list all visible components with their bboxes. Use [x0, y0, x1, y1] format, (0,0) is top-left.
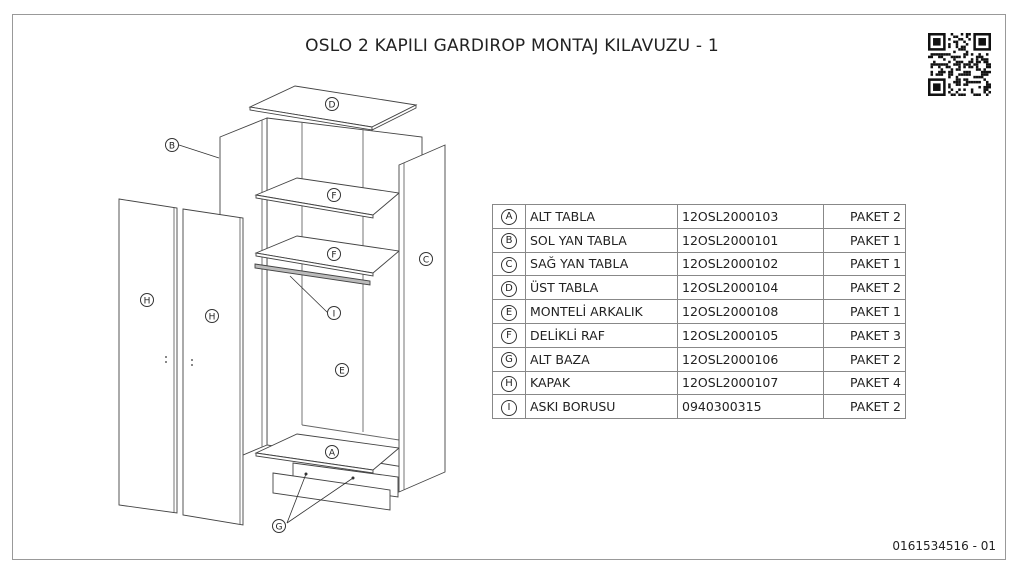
label-g: G	[272, 519, 286, 533]
part-letter-cell: E	[492, 299, 526, 324]
page-title: OSLO 2 KAPILI GARDIROP MONTAJ KILAVUZU -…	[305, 36, 719, 56]
page-frame	[12, 14, 1006, 560]
part-name: ALT TABLA	[525, 204, 678, 229]
part-package: PAKET 4	[823, 370, 906, 396]
part-code: 12OSL2000101	[677, 227, 824, 253]
svg-text:E: E	[339, 367, 345, 377]
part-letter-cell: I	[492, 394, 526, 420]
part-package: PAKET 2	[823, 204, 906, 229]
label-h-right: H	[205, 309, 219, 323]
door-h-left	[118, 198, 178, 514]
right-side-panel-c	[398, 144, 446, 493]
part-letter: A	[501, 209, 517, 226]
part-letter-cell: C	[492, 251, 526, 277]
part-name: DELİKLİ RAF	[525, 322, 678, 348]
door-h-right	[182, 208, 244, 526]
part-package: PAKET 1	[823, 299, 906, 324]
part-code: 12OSL2000107	[677, 370, 824, 396]
part-name: ALT BAZA	[525, 346, 678, 372]
svg-text:G: G	[276, 523, 283, 533]
part-letter-cell: D	[492, 275, 526, 301]
part-code: 12OSL2000108	[677, 299, 824, 324]
svg-text:A: A	[329, 449, 336, 459]
part-code: 12OSL2000104	[677, 275, 824, 301]
svg-text:F: F	[331, 251, 336, 261]
part-package: PAKET 2	[823, 346, 906, 372]
svg-text:B: B	[169, 142, 175, 152]
part-package: PAKET 1	[823, 227, 906, 253]
part-letter: C	[501, 256, 517, 273]
part-name: SAĞ YAN TABLA	[525, 251, 678, 277]
label-f-lower: F	[327, 247, 341, 261]
part-letter: G	[501, 352, 517, 369]
hanging-rod-i	[254, 263, 371, 286]
part-name: MONTELİ ARKALIK	[525, 299, 678, 324]
label-a: A	[325, 445, 339, 459]
part-letter: D	[501, 280, 517, 297]
svg-text:C: C	[423, 256, 429, 266]
part-letter: F	[501, 328, 517, 345]
part-package: PAKET 1	[823, 251, 906, 277]
part-letter: B	[501, 233, 517, 250]
part-name: ASKI BORUSU	[525, 394, 678, 420]
svg-text:H: H	[209, 313, 216, 323]
part-package: PAKET 3	[823, 322, 906, 348]
part-letter-cell: F	[492, 322, 526, 348]
part-code: 12OSL2000105	[677, 322, 824, 348]
part-code: 12OSL2000103	[677, 204, 824, 229]
part-name: SOL YAN TABLA	[525, 227, 678, 253]
document-code: 0161534516 - 01	[892, 539, 996, 553]
part-code: 0940300315	[677, 394, 824, 420]
label-c: C	[419, 252, 433, 266]
svg-text:H: H	[144, 297, 151, 307]
label-e: E	[335, 363, 349, 377]
part-name: KAPAK	[525, 370, 678, 396]
label-b: B	[165, 138, 179, 152]
svg-text:I: I	[333, 310, 336, 320]
part-package: PAKET 2	[823, 275, 906, 301]
part-letter-cell: A	[492, 204, 526, 229]
part-letter-cell: H	[492, 370, 526, 396]
part-name: ÜST TABLA	[525, 275, 678, 301]
label-h-left: H	[140, 293, 154, 307]
front-plinth-g	[272, 472, 391, 511]
label-d: D	[325, 97, 339, 111]
part-letter-cell: G	[492, 346, 526, 372]
part-letter: H	[501, 375, 517, 392]
part-code: 12OSL2000106	[677, 346, 824, 372]
svg-text:D: D	[329, 101, 336, 111]
svg-text:F: F	[331, 192, 336, 202]
label-i: I	[327, 306, 341, 320]
label-f-upper: F	[327, 188, 341, 202]
part-letter: E	[501, 304, 517, 321]
qr-code	[928, 33, 991, 96]
part-package: PAKET 2	[823, 394, 906, 420]
part-letter: I	[501, 399, 517, 416]
part-letter-cell: B	[492, 227, 526, 253]
part-code: 12OSL2000102	[677, 251, 824, 277]
